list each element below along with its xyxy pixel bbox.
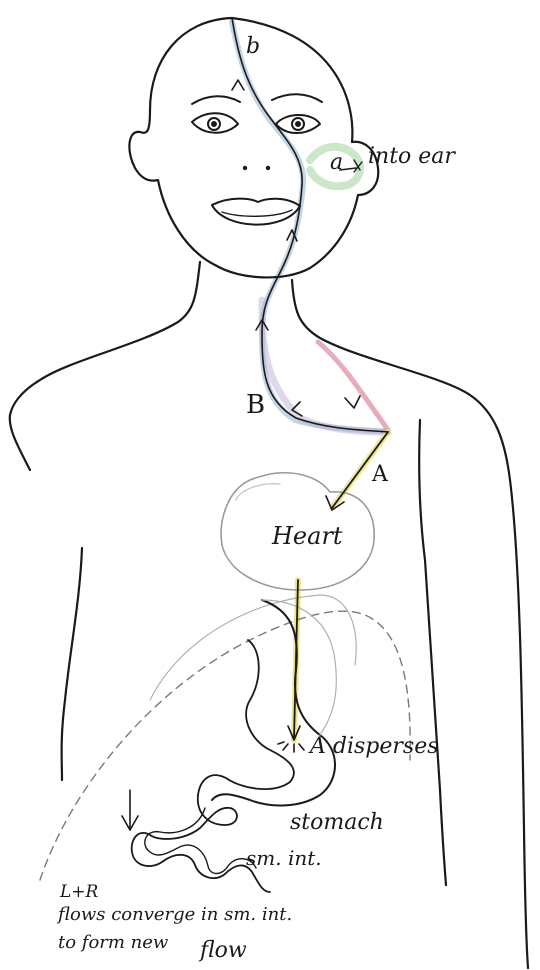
stomach-inner <box>198 640 294 795</box>
left-eye <box>192 96 240 133</box>
arrow-head-crown <box>232 80 244 90</box>
label-heart: Heart <box>272 524 343 548</box>
left-neck-shoulder <box>10 262 200 415</box>
label-into-ear: into ear <box>368 146 455 168</box>
stomach-outline <box>212 600 335 805</box>
flow-arrows <box>122 18 388 830</box>
small-intestine-inner <box>145 808 256 874</box>
label-a-disperses: A disperses <box>310 736 439 758</box>
left-side <box>10 415 30 470</box>
label-stomach: stomach <box>290 812 384 834</box>
red-flow-highlight <box>318 342 388 430</box>
right-eye <box>272 94 322 133</box>
note-line-2: to form new <box>58 934 168 952</box>
blue-flow-highlight <box>232 22 388 432</box>
left-arm-inner <box>62 548 82 780</box>
label-b: b <box>246 36 260 58</box>
note-line-1: flows converge in sm. int. <box>58 906 292 924</box>
label-lr: L+R <box>60 884 98 901</box>
note-flow: flow <box>200 940 247 962</box>
nostril-right <box>266 166 270 170</box>
small-intestine <box>132 795 270 892</box>
nostril-left <box>243 166 247 170</box>
label-A: A <box>372 464 388 486</box>
label-sm-int: sm. int. <box>246 848 322 868</box>
right-arm-inner <box>419 420 446 885</box>
heart-shading <box>236 484 280 500</box>
label-a: a <box>330 152 343 174</box>
label-B: B <box>246 392 265 418</box>
arrow-head-red-down <box>345 396 360 408</box>
mouth <box>212 199 300 225</box>
disperse-marks <box>278 742 304 752</box>
flow-line-to-crown <box>232 18 302 185</box>
right-neck-shoulder <box>292 280 528 968</box>
